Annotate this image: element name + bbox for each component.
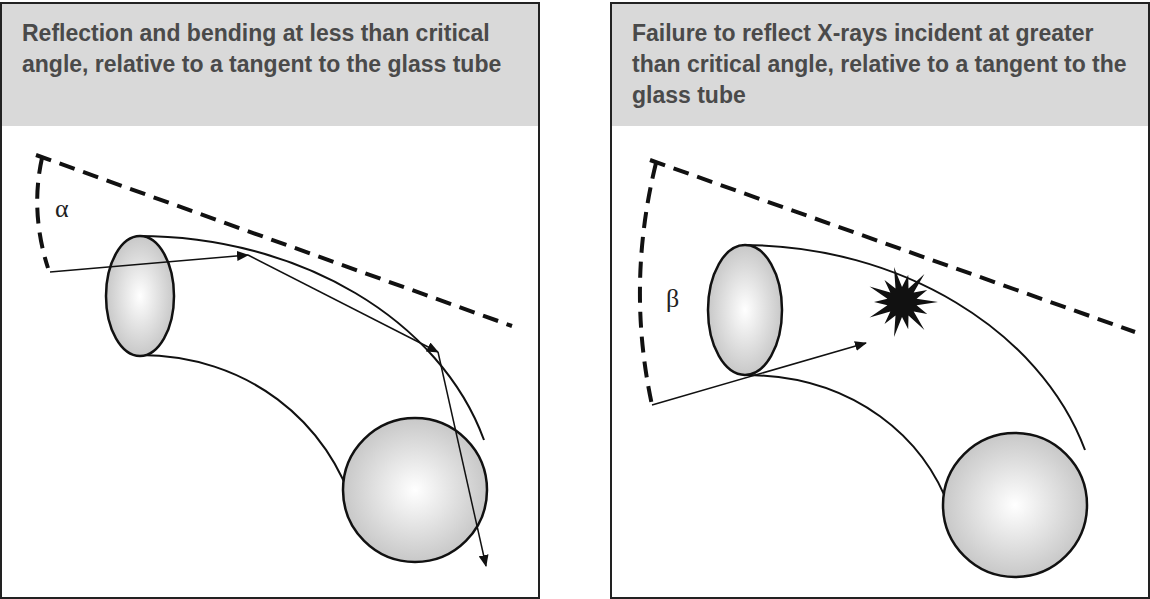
panel-heading: Failure to reflect X-rays incident at gr… — [632, 18, 1128, 111]
angle-symbol: α — [55, 196, 69, 222]
burst-symbol — [870, 267, 938, 337]
right-illustration — [640, 160, 1135, 577]
header-band: Reflection and bending at less than crit… — [2, 4, 538, 126]
angle-symbol: β — [666, 286, 679, 312]
panel-heading: Reflection and bending at less than crit… — [22, 18, 518, 80]
header-band: Failure to reflect X-rays incident at gr… — [612, 4, 1148, 126]
left-illustration — [36, 155, 512, 566]
panel-box: Reflection and bending at less than crit… — [0, 2, 540, 599]
panel-box: Failure to reflect X-rays incident at gr… — [610, 2, 1150, 599]
